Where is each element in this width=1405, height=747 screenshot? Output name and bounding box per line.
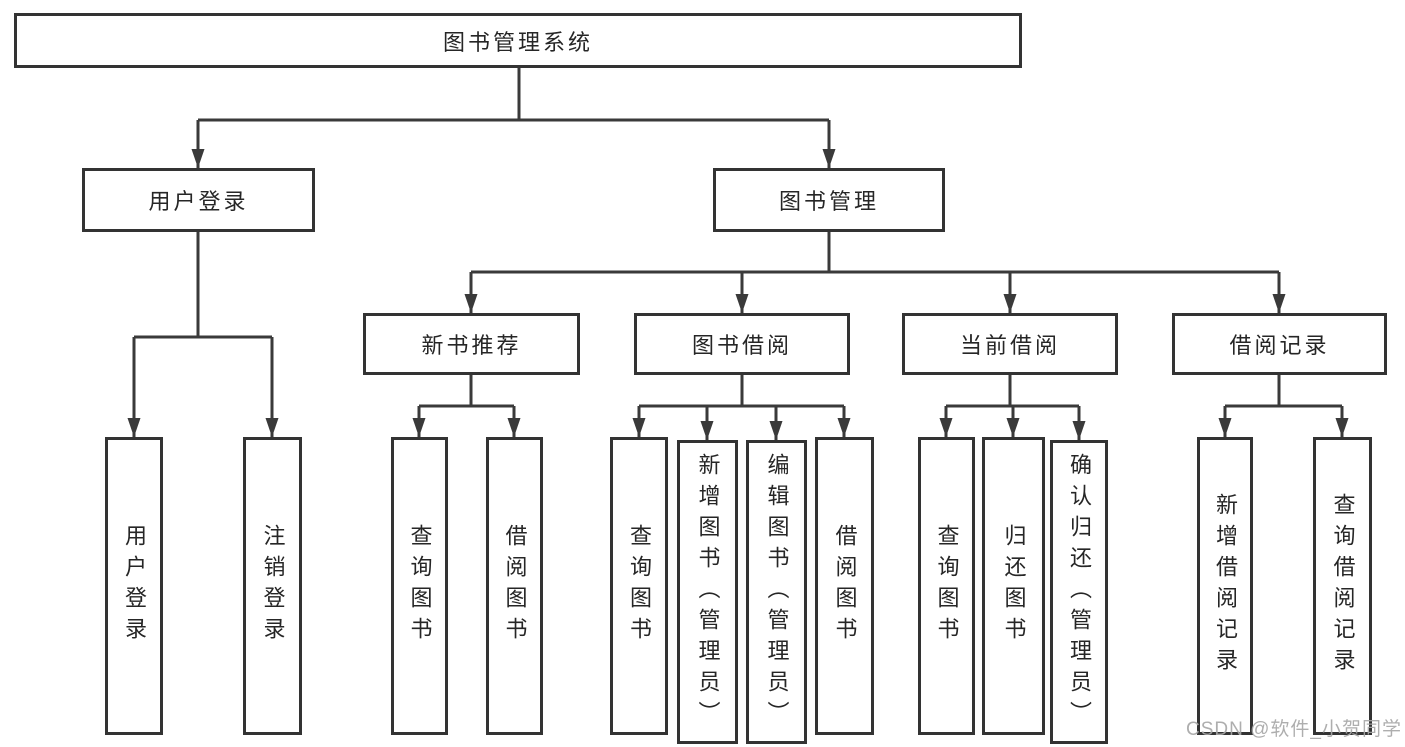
connector-rails xyxy=(134,68,1342,408)
leaf-query-book-2: 查询图书 xyxy=(610,437,668,735)
leaf-user-login: 用户登录 xyxy=(105,437,163,735)
leaf-logout: 注销登录 xyxy=(243,437,302,735)
leaf-edit-book-admin: 编辑图书（管理员） xyxy=(746,440,807,744)
node-root: 图书管理系统 xyxy=(14,13,1022,68)
leaf-query-book-1: 查询图书 xyxy=(391,437,448,735)
node-book-management: 图书管理 xyxy=(713,168,945,232)
node-current-borrow: 当前借阅 xyxy=(902,313,1118,375)
leaf-borrow-book-2: 借阅图书 xyxy=(815,437,874,735)
node-new-book-recommend: 新书推荐 xyxy=(363,313,580,375)
leaf-confirm-return-admin: 确认归还（管理员） xyxy=(1050,440,1108,744)
node-borrow-record: 借阅记录 xyxy=(1172,313,1387,375)
leaf-add-book-admin: 新增图书（管理员） xyxy=(677,440,738,744)
leaf-borrow-book-1: 借阅图书 xyxy=(486,437,543,735)
node-user-login: 用户登录 xyxy=(82,168,315,232)
leaf-return-book: 归还图书 xyxy=(982,437,1045,735)
leaf-add-borrow-record: 新增借阅记录 xyxy=(1197,437,1253,735)
leaf-query-borrow-record: 查询借阅记录 xyxy=(1313,437,1372,735)
leaf-query-book-3: 查询图书 xyxy=(918,437,975,735)
csdn-watermark: CSDN @软件_小贺同学 xyxy=(1186,719,1402,740)
node-book-borrow: 图书借阅 xyxy=(634,313,850,375)
